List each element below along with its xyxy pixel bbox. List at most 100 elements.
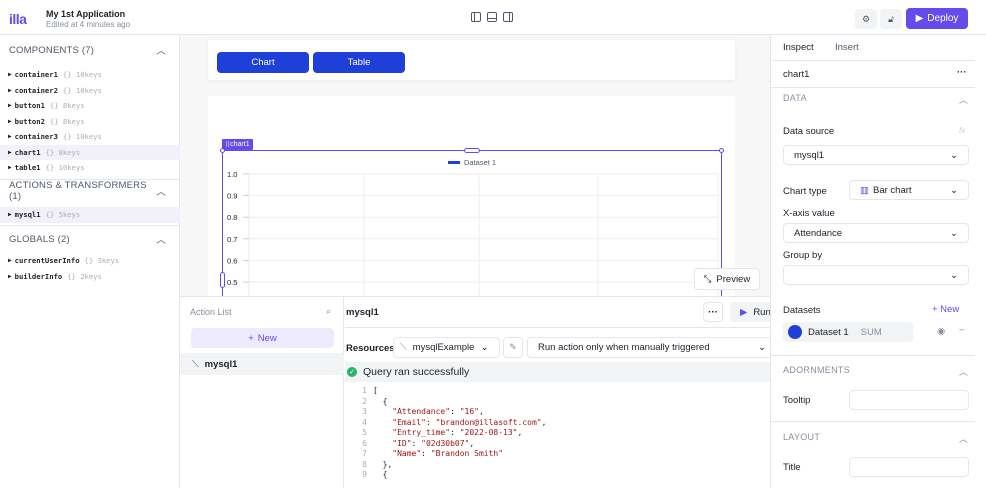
chevron-down-icon: ⌄ (758, 342, 766, 353)
app-edited-time: Edited at 4 minutes ago (46, 20, 131, 29)
fx-icon[interactable]: fx (959, 126, 966, 135)
legend-swatch (448, 161, 460, 164)
data-section-title: DATA (783, 93, 807, 103)
app-name[interactable]: My 1st Application (46, 9, 126, 19)
resize-handle[interactable] (220, 148, 225, 153)
tab-inspect[interactable]: Inspect (783, 42, 814, 53)
result-code-view[interactable]: 1[2 {3 "Attendance": "16",4 "Email": "br… (345, 386, 770, 488)
tree-item[interactable]: ▶container1{} 10keys (8, 70, 102, 80)
chevron-up-icon: ︿ (156, 187, 166, 198)
caret-right-icon: ▶ (8, 211, 12, 219)
dataset-color-swatch[interactable] (788, 325, 802, 339)
divider (771, 421, 975, 422)
line-number: 6 (362, 438, 367, 448)
tree-item[interactable]: ▶button1{} 8keys (8, 101, 85, 111)
left-panel-toggle-icon[interactable] (471, 12, 481, 22)
run-button[interactable]: ▶ Run (730, 302, 780, 322)
preview-button[interactable]: ⤡ Preview (694, 268, 760, 290)
code-text: "ID": "02d30b07", (392, 438, 475, 448)
code-line: 1[ (345, 386, 770, 397)
line-number: 5 (362, 428, 367, 437)
chevron-up-icon[interactable]: ︿ (959, 367, 969, 377)
scrollbar[interactable] (978, 35, 986, 488)
tree-item[interactable]: ▶button2{} 8keys (8, 116, 85, 126)
pencil-icon: ✎ (509, 342, 517, 352)
tree-item[interactable]: ▶table1{} 10keys (8, 163, 85, 173)
minus-icon[interactable]: − (959, 325, 965, 336)
new-dataset-button[interactable]: + New (932, 304, 960, 315)
group-by-select[interactable]: ⌄ (783, 265, 969, 285)
resize-handle[interactable] (719, 148, 724, 153)
tree-item-selected[interactable]: ▶chart1{} 8keys (0, 144, 180, 160)
new-action-button[interactable]: + New (191, 328, 334, 348)
code-line: 6 "ID": "02d30b07", (345, 439, 770, 450)
bottom-panel-toggle-icon[interactable] (487, 12, 497, 22)
divider (0, 225, 180, 226)
components-header[interactable]: COMPONENTS (7) ︿ (9, 44, 166, 58)
actions-header[interactable]: ACTIONS & TRANSFORMERS (1) ︿ (9, 180, 166, 202)
datasets-label: Datasets (783, 305, 821, 316)
button-container[interactable]: Chart Table (208, 40, 735, 80)
resize-handle-left[interactable] (220, 272, 225, 288)
query-status-bar: ✓ Query ran successfully (345, 362, 770, 382)
tree-item[interactable]: ▶mysql1{} 5keys (0, 207, 180, 223)
chart-selection-tag[interactable]: ⠿chart1 (222, 139, 253, 150)
illa-logo[interactable]: illa (9, 11, 27, 27)
chart-button[interactable]: Chart (217, 52, 309, 73)
code-line: 4 "Email": "brandon@illasoft.com", (345, 418, 770, 429)
code-text: { (373, 470, 388, 479)
tooltip-input[interactable] (849, 390, 969, 410)
line-number: 4 (362, 417, 367, 427)
code-text: "Email": "brandon@illasoft.com", (392, 417, 547, 427)
plus-icon: + (248, 332, 254, 344)
search-icon[interactable]: ⌕ (326, 306, 332, 316)
table-button[interactable]: Table (313, 52, 405, 73)
resource-select[interactable]: ⟍ mysqlExample ⌄ (393, 337, 500, 358)
eye-icon[interactable]: ◉ (937, 326, 946, 337)
tab-insert[interactable]: Insert (835, 42, 859, 53)
chevron-up-icon[interactable]: ︿ (959, 434, 969, 444)
deploy-button[interactable]: ▶ Deploy (906, 8, 968, 29)
adornments-section-title: ADORNMENTS (783, 365, 851, 375)
debug-button[interactable]: ⚙ (855, 9, 877, 29)
caret-right-icon: ▶ (8, 164, 12, 172)
chevron-down-icon: ⌄ (480, 342, 489, 353)
drag-handle-icon: ⠿ (225, 141, 231, 149)
chevron-down-icon: ⌄ (950, 227, 958, 239)
title-input[interactable] (849, 457, 969, 477)
line-number: 3 (362, 407, 367, 416)
more-icon[interactable]: ··· (957, 67, 967, 78)
x-axis-select[interactable]: Attendance ⌄ (783, 223, 969, 243)
left-panel: COMPONENTS (7) ︿ ▶container1{} 10keys ▶c… (0, 35, 180, 488)
trigger-select[interactable]: Run action only when manually triggered … (527, 337, 777, 358)
tree-item[interactable]: ▶container3{} 10keys (8, 132, 102, 142)
component-name[interactable]: chart1 (783, 69, 810, 80)
success-text: Query ran successfully (363, 366, 470, 378)
line-number: 1 (362, 386, 367, 395)
more-button[interactable]: ··· (703, 302, 723, 322)
globals-header[interactable]: GLOBALS (2) ︿ (9, 233, 166, 247)
code-text: "Name": "Brandon Smith" (392, 449, 504, 458)
lock-button[interactable]: 🔓︎ (880, 9, 902, 29)
edit-resource-button[interactable]: ✎ (503, 337, 523, 358)
top-bar: illa My 1st Application Edited at 4 minu… (0, 0, 986, 35)
divider (345, 327, 770, 328)
resize-handle-top[interactable] (464, 148, 480, 153)
data-source-select[interactable]: mysql1 ⌄ (783, 145, 969, 165)
action-name[interactable]: mysql1 (346, 307, 379, 318)
tree-item[interactable]: ▶builderInfo{} 2keys (8, 271, 102, 281)
code-text: "Entry_time": "2022-08-13", (392, 428, 523, 437)
tree-item[interactable]: ▶currentUserInfo{} 3keys (8, 256, 120, 266)
play-icon: ▶ (915, 13, 924, 24)
dataset-row[interactable]: Dataset 1 SUM (783, 322, 913, 342)
tree-item[interactable]: ▶container2{} 10keys (8, 85, 102, 95)
group-by-label: Group by (783, 250, 823, 261)
code-line: 2 { (345, 397, 770, 408)
chart-type-select[interactable]: ▥Bar chart ⌄ (849, 180, 969, 200)
right-panel-toggle-icon[interactable] (503, 12, 513, 22)
action-item-mysql1[interactable]: ⟍ mysql1 (180, 353, 344, 375)
tooltip-label: Tooltip (783, 395, 811, 406)
chevron-up-icon[interactable]: ︿ (959, 95, 969, 105)
y-tick-label: 0.8 (227, 213, 237, 222)
